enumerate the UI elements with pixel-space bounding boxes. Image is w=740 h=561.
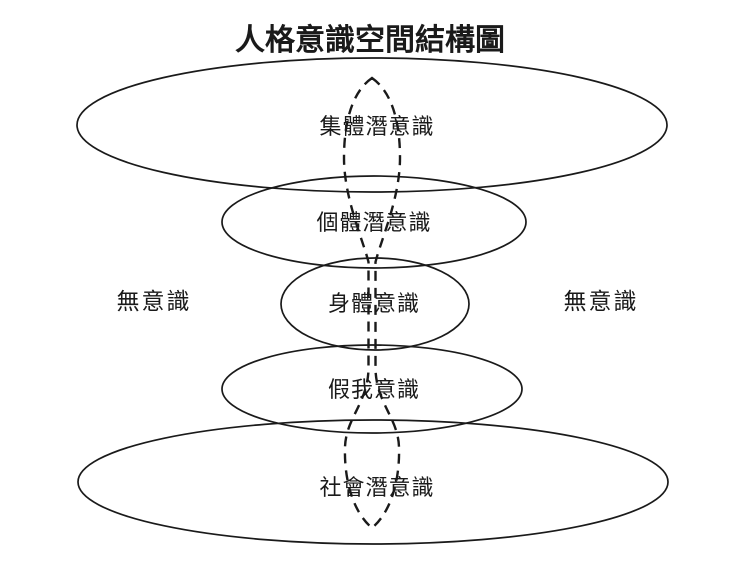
label-individual-unconscious: 個體潛意識 xyxy=(316,210,432,235)
label-collective-unconscious: 集體潛意識 xyxy=(319,114,435,139)
diagram-title: 人格意識空間結構圖 xyxy=(235,24,505,57)
ellipse-body-consciousness xyxy=(280,257,470,351)
ellipse-collective-unconscious xyxy=(76,57,668,193)
ellipse-social-unconscious xyxy=(77,419,669,545)
label-false-self-consciousness: 假我意識 xyxy=(327,377,421,402)
label-social-unconscious: 社會潛意識 xyxy=(319,475,435,500)
ellipse-individual-unconscious xyxy=(221,175,527,269)
label-unconscious-left: 無意識 xyxy=(116,288,192,314)
label-body-consciousness: 身體意識 xyxy=(327,291,421,316)
dashed-axis-outline xyxy=(342,76,402,530)
label-unconscious-right: 無意識 xyxy=(563,288,639,314)
ellipse-false-self-consciousness xyxy=(221,344,523,434)
